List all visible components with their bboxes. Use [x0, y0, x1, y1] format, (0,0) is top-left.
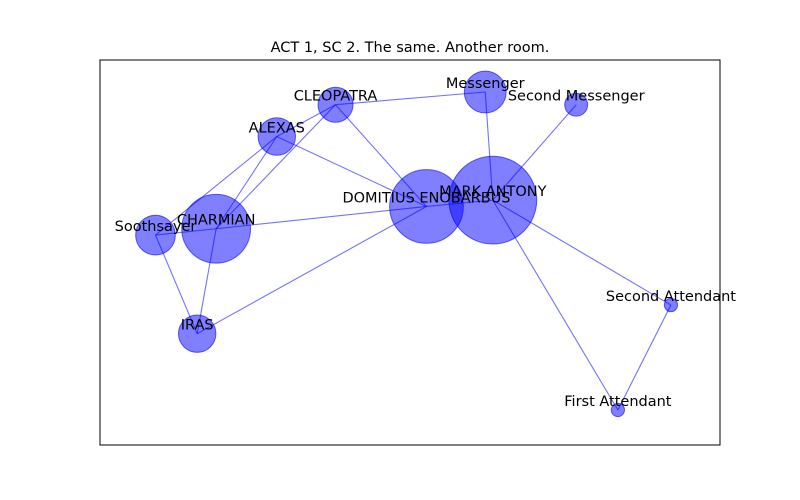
node-label-charmian: CHARMIAN	[177, 213, 256, 229]
chart-title: ACT 1, SC 2. The same. Another room.	[271, 40, 550, 56]
node-label-cleopatra: CLEOPATRA	[294, 89, 378, 105]
node-domitius-enobarbus	[389, 169, 464, 244]
edge-first-attendant-second-attendant	[617, 304, 672, 411]
node-iras	[177, 314, 217, 353]
edge-alexas-soothsayer	[155, 136, 278, 236]
node-second-attendant	[663, 297, 679, 313]
nodes-layer	[135, 70, 679, 418]
node-label-second-messenger: Second Messenger	[508, 89, 645, 105]
node-label-iras: IRAS	[181, 318, 214, 334]
node-label-mark-antony: MARK ANTONY	[439, 184, 547, 200]
node-messenger	[463, 70, 507, 114]
node-label-domitius-enobarbus: DOMITIUS ENOBARBUS	[342, 190, 510, 206]
node-label-messenger: Messenger	[446, 76, 525, 92]
node-label-soothsayer: Soothsayer	[115, 219, 197, 235]
edge-iras-domitius-enobarbus	[196, 205, 427, 335]
node-label-first-attendant: First Attendant	[564, 394, 672, 410]
edge-messenger-cleopatra	[335, 91, 486, 106]
node-charmian	[181, 193, 252, 264]
node-label-second-attendant: Second Attendant	[606, 289, 736, 305]
node-cleopatra	[317, 86, 354, 123]
plot-frame	[99, 59, 721, 446]
node-soothsayer	[135, 214, 176, 256]
node-alexas	[257, 117, 296, 156]
node-first-attendant	[610, 402, 625, 418]
node-label-alexas: ALEXAS	[249, 121, 305, 137]
node-second-messenger	[564, 92, 589, 117]
